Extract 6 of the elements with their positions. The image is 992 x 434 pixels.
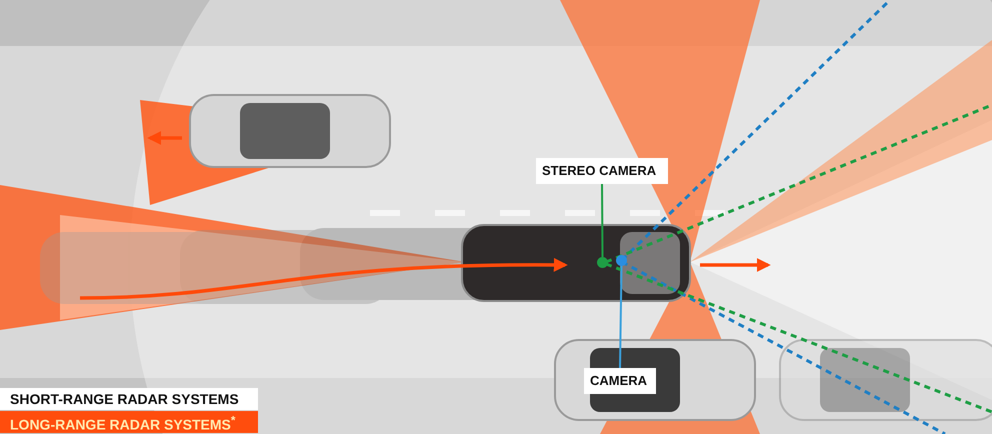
- leader-line: [601, 184, 604, 257]
- leader-line: [619, 266, 622, 368]
- callout-label: STEREO CAMERA: [536, 158, 668, 184]
- legend-entry: LONG-RANGE RADAR SYSTEMS$^{*}$: [0, 411, 258, 433]
- legend-entry: SHORT-RANGE RADAR SYSTEMS: [0, 388, 258, 410]
- callout-label: CAMERA: [584, 368, 656, 394]
